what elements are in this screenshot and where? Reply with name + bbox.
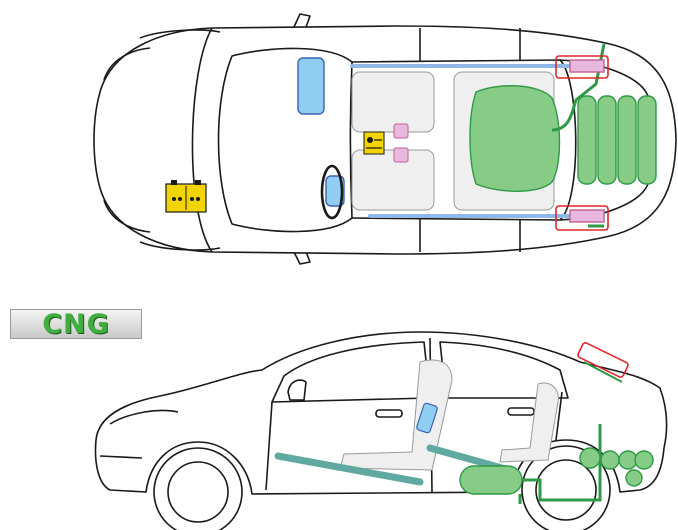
seat-front-left [352, 72, 434, 132]
seat-front-right [352, 150, 434, 210]
cng-side-cyl-5 [626, 470, 642, 486]
sensor-2 [394, 148, 408, 162]
cng-side-cyl-3 [619, 451, 637, 469]
cng-tank-side [460, 466, 522, 494]
cng-tank-top [470, 86, 560, 192]
valve-upper [570, 60, 604, 72]
cng-side-cyl-1 [580, 448, 600, 468]
cng-cylinder-2 [598, 96, 616, 184]
sensor-1 [394, 124, 408, 138]
fuel-type-label: CNG [42, 311, 110, 338]
valve-lower [570, 210, 604, 222]
battery-icon [166, 180, 206, 212]
cng-cylinder-1 [578, 96, 596, 184]
front-wheel [154, 448, 242, 530]
cng-side-cyl-4 [635, 451, 653, 469]
control-unit-icon [364, 132, 384, 154]
cng-cylinder-4 [638, 96, 656, 184]
cng-cylinder-3 [618, 96, 636, 184]
cng-side-cyl-2 [601, 451, 619, 469]
fuel-type-badge: CNG [10, 309, 142, 339]
passenger-airbag [298, 58, 324, 114]
